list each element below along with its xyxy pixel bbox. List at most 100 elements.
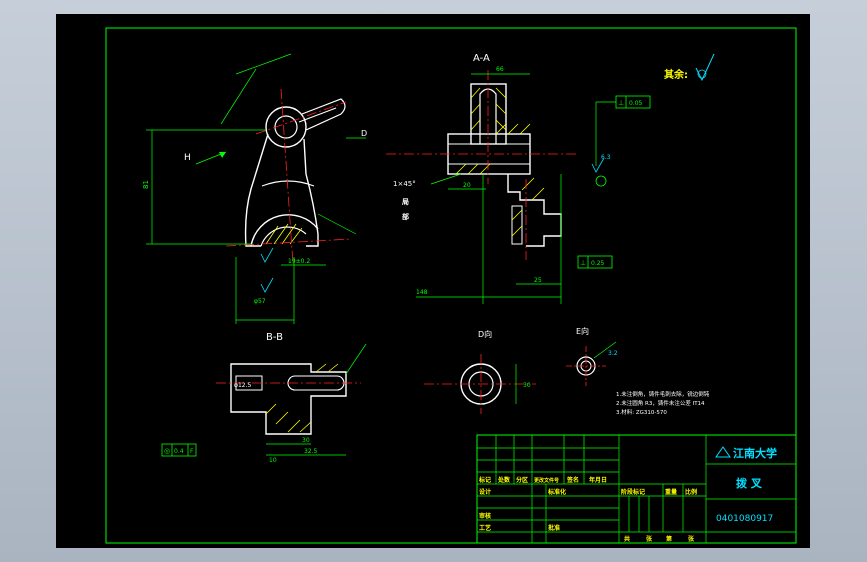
- centerline-arm: [255, 101, 347, 135]
- centerline-vertical: [280, 88, 294, 265]
- aa-dim-25: 25: [534, 277, 542, 284]
- technical-notes: 1.未注倒角，铸件毛刺去除，锐边倒钝 2.未注圆角 R3，铸件未注公差 IT14…: [616, 390, 710, 416]
- title-grid-right: [619, 435, 796, 543]
- tol-frame-1: [615, 95, 651, 109]
- surface-finish-label: 其余:: [664, 68, 688, 81]
- drawing-canvas: 81 φ57 19±0.2 H D: [105, 27, 797, 544]
- top-hub-inner: [274, 115, 298, 139]
- lbl-scale: 比例: [685, 488, 697, 496]
- view-e-label: E向: [576, 326, 589, 336]
- hdr-mark: 标记: [478, 476, 491, 484]
- hdr-sign: 签名: [566, 476, 579, 484]
- lbl-total: 共: [624, 535, 630, 543]
- tol-frame-3-datum: F: [190, 448, 194, 455]
- centerline-horizontal: [225, 238, 352, 247]
- row-process: 工艺: [479, 524, 491, 532]
- fork-hatch: [265, 223, 303, 245]
- fork-arc: [250, 214, 319, 247]
- top-hub-outer: [265, 106, 307, 148]
- hdr-date: 年月日: [589, 476, 607, 484]
- view-d-dim: 30: [523, 382, 531, 389]
- aa-body-hatch: [455, 123, 531, 175]
- hdr-zone: 分区: [516, 476, 528, 484]
- roughness-symbol-1: [260, 247, 274, 263]
- note-3: 3.材料: ZG310-570: [616, 408, 667, 416]
- tol-frame-1-symbol: ⊥: [618, 99, 624, 107]
- aa-boss-hatch: [470, 87, 507, 131]
- aa-lower-slot: [511, 205, 523, 245]
- row-standard: 标准化: [547, 488, 566, 496]
- arrow-h-head: [219, 152, 226, 158]
- surface-finish-symbol: [695, 53, 715, 82]
- bb-outline: [230, 363, 347, 435]
- note-1: 1.未注倒角，铸件毛刺去除，锐边倒钝: [616, 390, 710, 398]
- view-d-label: D向: [478, 329, 492, 339]
- row-design: 设计: [479, 488, 491, 496]
- aa-lower-hatch: [511, 177, 545, 237]
- row-approve: 批准: [548, 524, 560, 532]
- aa-chamfer-leader: [430, 173, 462, 185]
- hdr-count: 处数: [497, 476, 511, 484]
- school-name: 江南大学: [733, 446, 777, 460]
- lbl-sheet1: 张: [646, 535, 653, 543]
- aa-side-note-1: 局: [402, 197, 409, 206]
- aa-roughness-symbol: [591, 157, 605, 173]
- section-aa-view: A-A 66 20: [386, 53, 651, 304]
- tol-frame-3: [161, 443, 197, 457]
- aa-dim-20: 20: [463, 182, 471, 189]
- bb-leader: [345, 343, 367, 375]
- tol-frame-1-value: 0.05: [629, 100, 643, 107]
- lbl-stage: 阶段标记: [621, 488, 645, 496]
- tol-frame-3-symbol: ◎: [164, 447, 170, 455]
- dim-19: 19±0.2: [288, 258, 310, 265]
- drawing-frame: [105, 27, 797, 544]
- school-logo-icon: [715, 446, 731, 458]
- surface-finish-circle: [697, 69, 707, 79]
- dim-diag-1: [220, 68, 257, 125]
- view-e-ra: 3.2: [608, 350, 618, 357]
- aa-lower-outline: [507, 174, 562, 247]
- aa-dim-66: 66: [496, 66, 504, 73]
- view-e-leader: [593, 341, 617, 359]
- bb-dim-30: 30: [302, 437, 310, 444]
- dim-diag-3: [317, 213, 357, 235]
- rib-line: [261, 180, 315, 187]
- aa-body-lines: [448, 143, 530, 165]
- aa-chamfer: 1×45°: [393, 180, 416, 188]
- drawing-sheet: 81 φ57 19±0.2 H D: [56, 14, 810, 548]
- main-view: 81 φ57 19±0.2 H D: [142, 53, 367, 324]
- tol-frame-3-value: 0.4: [174, 448, 184, 455]
- dim-81: 81: [142, 180, 150, 189]
- tol-frame-2-symbol: ⊥: [580, 259, 586, 267]
- section-bb-view: B-B φ12.5 30 32.5 10 ◎ 0.4 F: [161, 332, 367, 464]
- body-right: [303, 138, 319, 247]
- section-bb-label: B-B: [266, 332, 283, 343]
- title-block-border: [476, 434, 797, 544]
- part-name: 拨 叉: [736, 476, 763, 490]
- lbl-sheet2: 张: [688, 535, 695, 543]
- section-aa-label: A-A: [473, 53, 490, 64]
- aa-side-note-2: 部: [402, 212, 409, 221]
- tol-frame-2-value: 0.25: [591, 260, 605, 267]
- title-grid-left: [477, 435, 620, 543]
- dim-57: φ57: [254, 298, 266, 305]
- tol-frame-2: [577, 255, 613, 269]
- fork-inner-arc: [260, 226, 307, 247]
- bb-hatch: [265, 363, 339, 433]
- arm-slot-inner: [298, 107, 337, 123]
- datum-circle: [595, 175, 607, 187]
- title-block: 标记 处数 分区 更改文件号 签名 年月日 设计 标准化 审核 工艺 批准 阶段…: [476, 434, 797, 544]
- body-left: [244, 133, 269, 247]
- bb-dim-10: 10: [269, 457, 277, 464]
- roughness-symbol-2: [260, 277, 274, 293]
- hdr-file: 更改文件号: [534, 477, 559, 484]
- row-review: 审核: [479, 512, 491, 520]
- view-d: D向 30: [424, 329, 536, 414]
- surface-finish-rest: 其余:: [664, 53, 715, 82]
- label-d: D: [361, 129, 367, 138]
- label-h: H: [184, 153, 191, 163]
- bb-dim-32: 32.5: [304, 448, 318, 455]
- drawing-number: 0401080917: [716, 514, 773, 524]
- bb-dim-phi: φ12.5: [234, 382, 252, 389]
